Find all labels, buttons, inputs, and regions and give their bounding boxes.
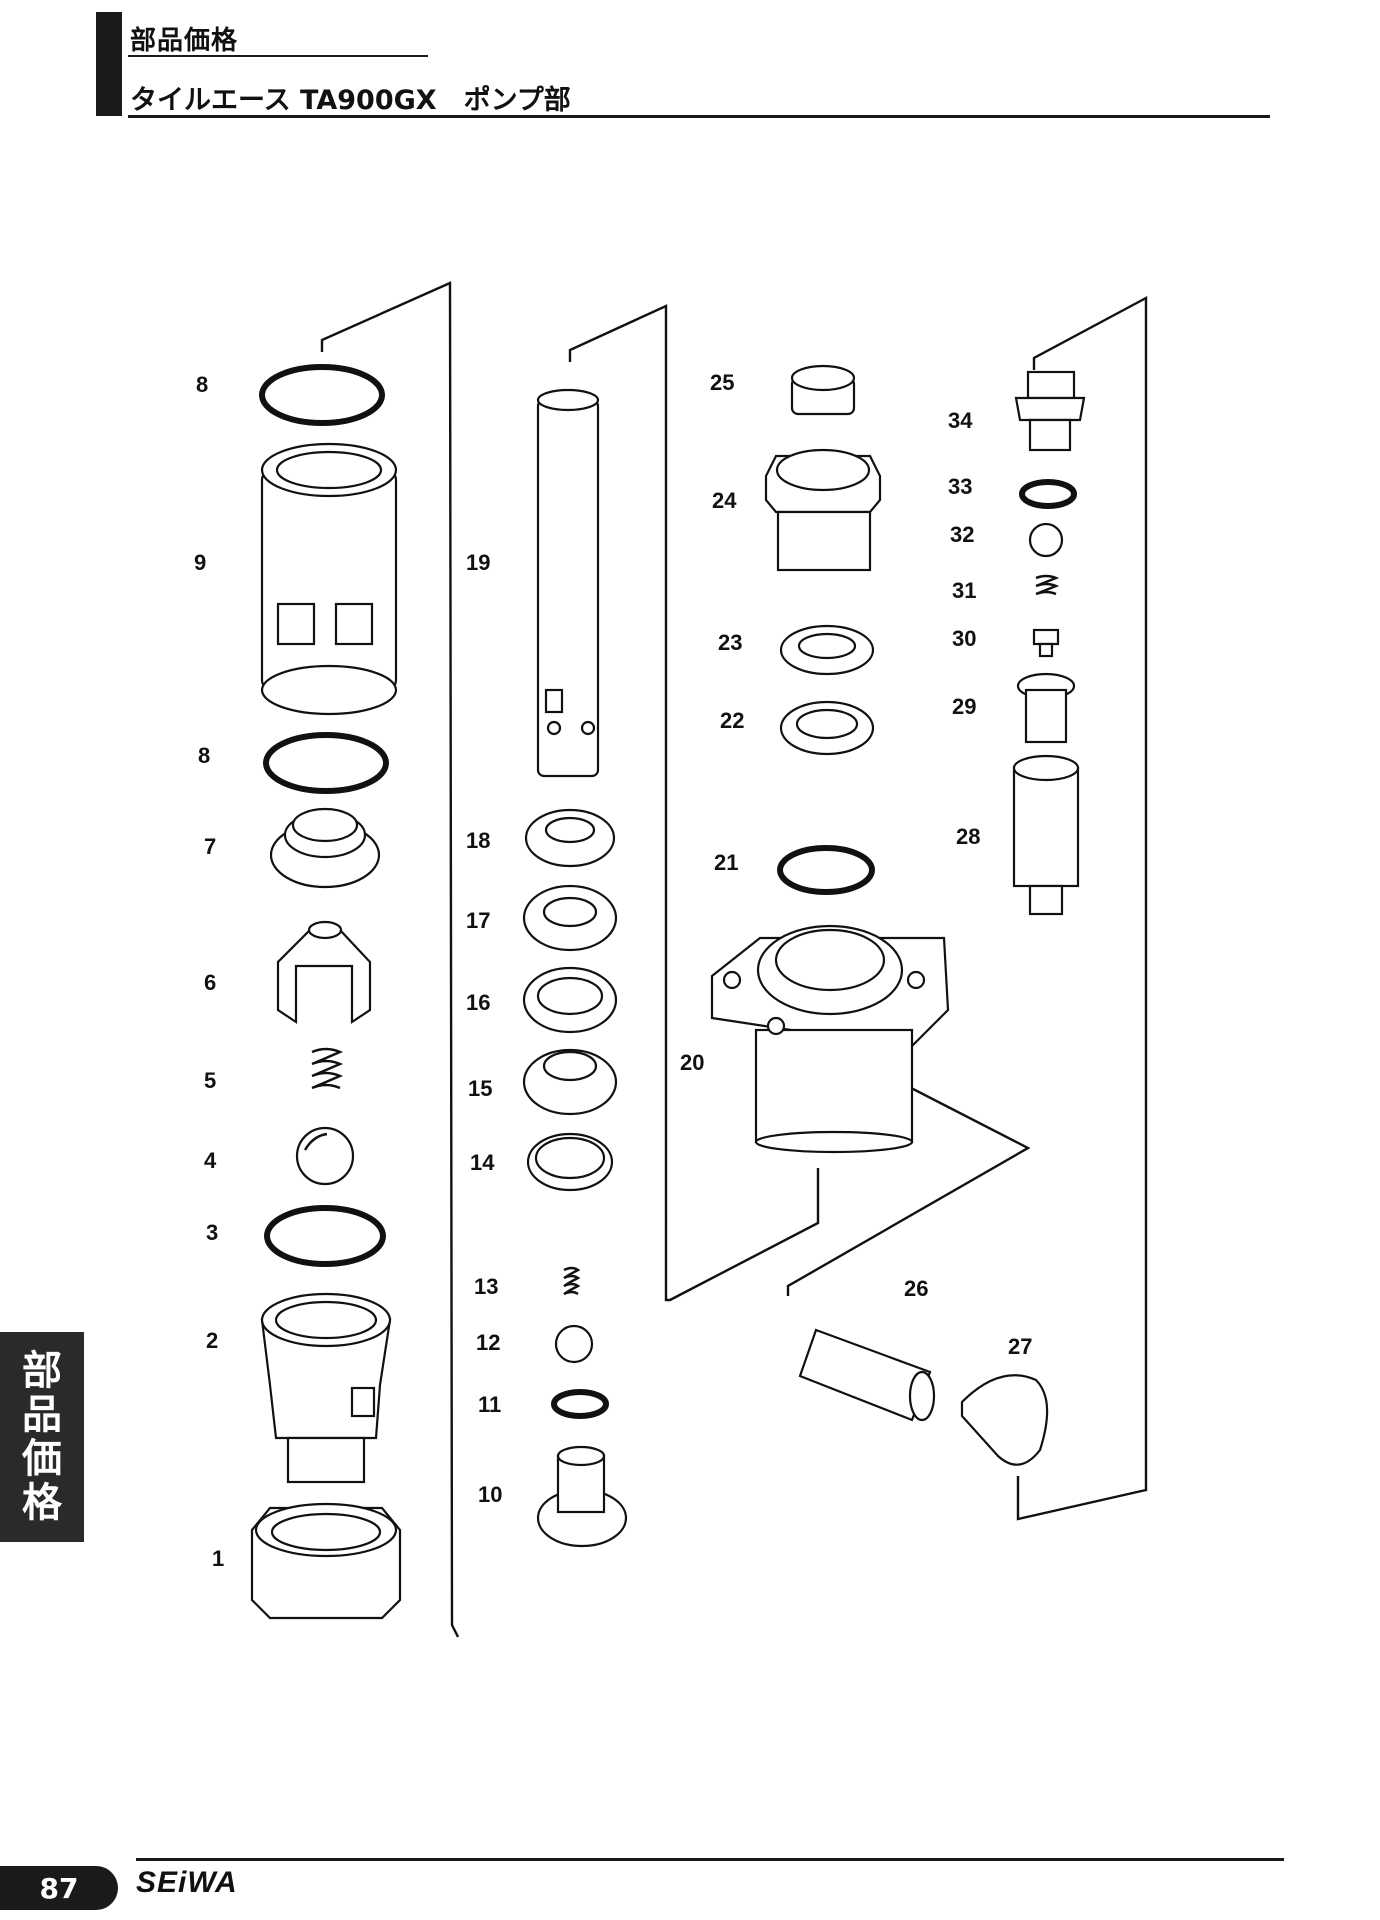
part-cage-29: [1016, 672, 1076, 744]
callout-19: 19: [466, 550, 490, 575]
callout-28: 28: [956, 824, 980, 849]
callout-9: 9: [194, 550, 206, 575]
section-label: 部品価格: [130, 26, 239, 56]
part-pin-30: [1032, 628, 1060, 658]
callout-7: 7: [204, 834, 216, 859]
part-nipple-26: [798, 1328, 936, 1422]
callout-34: 34: [948, 408, 973, 433]
callout-22: 22: [720, 708, 744, 733]
part-cylinder-9: [260, 442, 398, 716]
section-rule: [128, 55, 428, 57]
part-elbow-27: [960, 1374, 1049, 1466]
callout-12: 12: [476, 1330, 500, 1355]
part-nut-24: [764, 448, 882, 572]
callout-5: 5: [204, 1068, 216, 1093]
part-ball-32: [1028, 522, 1064, 558]
side-tab: 部 品 価 格: [0, 1332, 84, 1542]
brand-logo: SEiWA: [136, 1866, 238, 1899]
part-filter-housing-28: [1012, 754, 1080, 916]
part-packing-16: [522, 966, 618, 1034]
part-valve-10: [536, 1445, 628, 1548]
callout-29: 29: [952, 694, 976, 719]
callout-numbers: 8 9 8 7 6 5 4 3 2 1 19 18 17 16 15 14 13…: [194, 370, 1032, 1571]
callout-26: 26: [904, 1276, 928, 1301]
part-packing-15: [522, 1048, 618, 1116]
callout-14: 14: [470, 1150, 495, 1175]
part-o-ring-3: [264, 1205, 386, 1267]
callout-20: 20: [680, 1050, 704, 1075]
callout-11: 11: [478, 1392, 501, 1417]
callout-30: 30: [952, 626, 976, 651]
part-o-ring-21: [777, 845, 875, 895]
part-spring-31: [1035, 574, 1060, 596]
callout-17: 17: [466, 908, 490, 933]
callout-21: 21: [714, 850, 738, 875]
part-housing-20: [710, 924, 950, 1154]
side-tab-char: 価: [22, 1436, 62, 1482]
callout-6: 6: [204, 970, 216, 995]
callout-27: 27: [1008, 1334, 1032, 1359]
title-rule: [128, 115, 1270, 118]
footer-rule: [136, 1858, 1284, 1861]
part-ball-12: [554, 1324, 594, 1364]
part-seat-7: [269, 807, 381, 889]
part-packing-18: [524, 808, 616, 868]
part-ball-4: [295, 1126, 355, 1186]
callout-25: 25: [710, 370, 734, 395]
page-title: タイルエース TA900GX ポンプ部: [130, 85, 571, 116]
part-packing-25: [790, 364, 856, 416]
callout-2: 2: [206, 1328, 218, 1353]
part-packing-22: [779, 700, 875, 756]
side-tab-char: 品: [22, 1392, 62, 1438]
part-spring-5: [311, 1047, 344, 1090]
part-o-ring-11: [551, 1389, 609, 1419]
callout-3: 3: [206, 1220, 218, 1245]
callout-15: 15: [468, 1076, 492, 1101]
callout-13: 13: [474, 1274, 498, 1299]
callout-32: 32: [950, 522, 974, 547]
part-fitting-34: [1014, 370, 1086, 452]
page-number: 87: [0, 1866, 118, 1910]
part-o-ring-8-bottom: [263, 732, 389, 794]
part-o-ring-8-top: [259, 364, 385, 426]
callout-4: 4: [204, 1148, 217, 1173]
part-rod-19: [536, 388, 600, 778]
callout-8-top: 8: [196, 372, 208, 397]
header-bar: [96, 12, 122, 116]
side-tab-char: 部: [22, 1348, 62, 1394]
callout-18: 18: [466, 828, 490, 853]
part-packing-17: [522, 884, 618, 952]
callout-8-bottom: 8: [198, 743, 210, 768]
side-tab-char: 格: [22, 1480, 62, 1526]
callout-23: 23: [718, 630, 742, 655]
part-packing-23: [779, 624, 875, 676]
part-spring-13: [563, 1266, 581, 1296]
callout-24: 24: [712, 488, 737, 513]
group-bracket-lines: [320, 281, 1148, 1638]
callout-10: 10: [478, 1482, 502, 1507]
callout-33: 33: [948, 474, 972, 499]
part-o-ring-33: [1019, 479, 1077, 509]
callout-31: 31: [952, 578, 976, 603]
part-packing-14: [526, 1132, 614, 1192]
part-nut-1: [250, 1502, 402, 1620]
callout-1: 1: [212, 1546, 224, 1571]
part-guide-6: [276, 920, 372, 1025]
callout-16: 16: [466, 990, 490, 1015]
part-body-2: [260, 1292, 392, 1484]
